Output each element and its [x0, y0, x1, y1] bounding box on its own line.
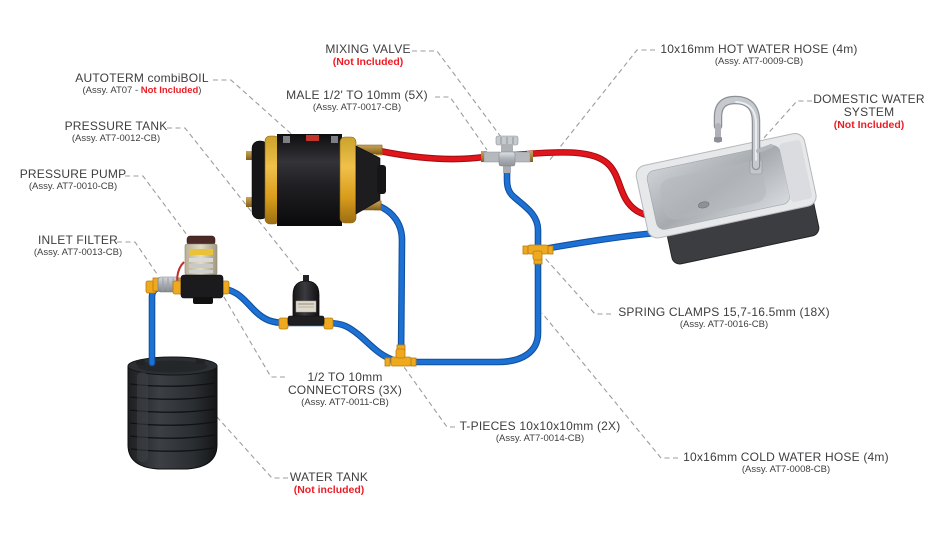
leader-domestic-water	[762, 100, 812, 140]
leader-spring-clamps	[543, 256, 611, 315]
leader-water-tank	[216, 416, 288, 479]
t-piece-upper	[522, 244, 554, 265]
label-assy: (Assy. AT7-0012-CB)	[71, 132, 161, 144]
label-assy: (Assy. AT7-0010-CB)	[28, 180, 118, 192]
leader-pressure-tank	[167, 127, 302, 275]
label-title: AUTOTERM combiBOIL	[75, 71, 209, 85]
label-title: MALE 1/2' TO 10mm (5X)	[286, 88, 428, 102]
label-title: SPRING CLAMPS 15,7-16.5mm (18X)	[618, 305, 830, 319]
hot-water-hose	[376, 147, 688, 222]
water-tank	[127, 356, 218, 470]
label-spring-clamps: SPRING CLAMPS 15,7-16.5mm (18X) (Assy. A…	[608, 306, 840, 330]
label-autoterm-combiboil: AUTOTERM combiBOIL (Assy. AT07 - Not Inc…	[58, 72, 226, 96]
faucet	[713, 95, 773, 175]
label-assy: (Assy. AT7-0008-CB)	[741, 463, 831, 475]
leader-lines	[117, 49, 812, 479]
pressure-pump	[172, 235, 230, 304]
leader-hot-hose	[548, 49, 655, 162]
label-inlet-filter: INLET FILTER (Assy. AT7-0013-CB)	[14, 234, 142, 258]
label-assy: (Assy. AT7-0009-CB)	[714, 55, 804, 67]
autoterm-combiboil-boiler	[246, 134, 386, 226]
label-assy: (Assy. AT7-0013-CB)	[33, 246, 123, 258]
label-assy: (Assy. AT07 - Not Included)	[82, 84, 202, 96]
label-note: (Not Included)	[332, 55, 404, 68]
label-cold-water-hose: 10x16mm COLD WATER HOSE (4m) (Assy. AT7-…	[672, 451, 900, 475]
label-assy: (Assy. AT7-0011-CB)	[301, 396, 389, 408]
label-water-tank: WATER TANK (Not included)	[286, 471, 372, 496]
label-note: (Not Included)	[833, 118, 905, 131]
label-title: MIXING VALVE	[325, 42, 411, 56]
cold-water-hose	[148, 163, 718, 367]
leader-male-connectors	[435, 96, 488, 151]
label-title: WATER TANK	[289, 470, 369, 484]
water-tank-ribs	[129, 382, 216, 452]
leader-cold-hose	[541, 312, 678, 459]
label-title: PRESSURE TANK	[64, 119, 168, 133]
label-title: 10x16mm HOT WATER HOSE (4m)	[660, 42, 858, 56]
label-domestic-water-system: DOMESTIC WATER SYSTEM (Not Included)	[808, 93, 930, 131]
leader-connectors	[220, 291, 285, 378]
label-assy: (Assy. AT7-0014-CB)	[495, 432, 585, 444]
label-assy: (Assy. AT7-0016-CB)	[679, 318, 769, 330]
label-pressure-pump: PRESSURE PUMP (Assy. AT7-0010-CB)	[8, 168, 138, 192]
leader-t-pieces	[403, 366, 455, 428]
label-mixing-valve: MIXING VALVE (Not Included)	[300, 43, 436, 68]
mixing-valve	[481, 135, 533, 173]
label-title: 10x16mm COLD WATER HOSE (4m)	[683, 450, 889, 464]
pressure-tank	[278, 275, 334, 330]
label-title: 1/2 TO 10mm CONNECTORS (3X)	[287, 370, 403, 397]
label-title: INLET FILTER	[38, 233, 118, 247]
label-male-connectors: MALE 1/2' TO 10mm (5X) (Assy. AT7-0017-C…	[272, 89, 442, 113]
kitchen-sink	[635, 133, 820, 265]
label-title: DOMESTIC WATER SYSTEM	[813, 92, 925, 119]
label-hot-water-hose: 10x16mm HOT WATER HOSE (4m) (Assy. AT7-0…	[650, 43, 868, 67]
label-title: PRESSURE PUMP	[19, 167, 127, 181]
label-half-to-10mm-connectors: 1/2 TO 10mm CONNECTORS (3X) (Assy. AT7-0…	[286, 371, 404, 408]
t-piece-lower	[384, 344, 417, 367]
label-pressure-tank: PRESSURE TANK (Assy. AT7-0012-CB)	[42, 120, 190, 144]
leader-pressure-pump	[125, 175, 194, 244]
leader-inlet-filter	[117, 241, 158, 275]
label-note: (Not included)	[293, 483, 365, 496]
label-t-pieces: T-PIECES 10x10x10mm (2X) (Assy. AT7-0014…	[450, 420, 630, 444]
leader-autoterm	[213, 79, 298, 140]
label-title: T-PIECES 10x10x10mm (2X)	[459, 419, 621, 433]
label-assy: (Assy. AT7-0017-CB)	[312, 101, 402, 113]
